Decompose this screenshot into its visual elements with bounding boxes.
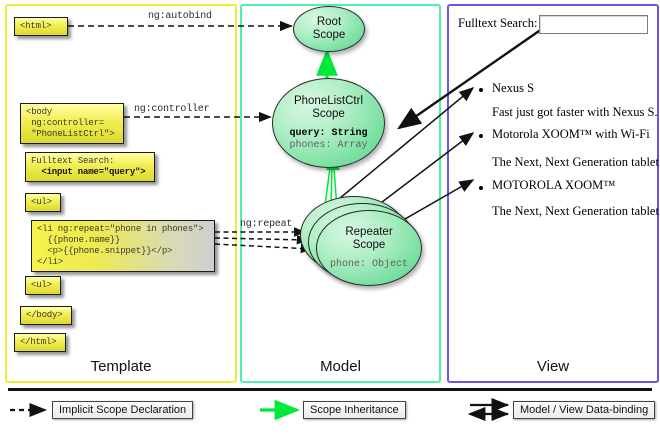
legend-item-model-view-data-binding: Model / View Data-binding [513,401,656,419]
scope-repeater-name: Repeater Scope [345,225,393,251]
scope-repeater-props: phone: Object [330,259,408,271]
view-item-name: Motorola XOOM™ with Wi-Fi [492,127,650,141]
legend: Implicit Scope Declaration Scope Inherit… [0,388,660,435]
view-item-name: Nexus S [492,81,535,95]
scope-root: Root Scope [293,6,365,52]
code-box-ul-close: <ul> [25,276,61,295]
legend-divider [8,388,652,391]
code-box-html-close: </html> [14,333,66,352]
panel-model-label: Model [320,358,361,375]
panel-view-label: View [536,358,570,375]
scope-repeater: Repeater Scope phone: Object [316,210,422,286]
legend-item-implicit-scope-declaration: Implicit Scope Declaration [52,401,194,419]
view-item-snippet: The Next, Next Generation tablet. [492,155,660,169]
scope-prop-query: query: String [289,127,368,139]
view-item-name: MOTOROLA XOOM™ [492,178,616,192]
legend-item-scope-inheritance: Scope Inheritance [303,401,406,419]
view-search-input[interactable] [539,15,648,34]
view-item-bullet [479,186,483,190]
code-box-html-open: <html> [14,17,68,36]
scope-phonelistctrl-name: PhoneListCtrl Scope [293,94,364,120]
code-box-body-close: </body> [20,306,72,325]
code-box-ul-open: <ul> [25,193,61,212]
edge-label-repeat: ng:repeat [240,219,293,230]
view-item-bullet [479,88,483,92]
panel-model: Model [240,4,441,383]
scope-prop-phones: phones: Array [289,139,368,151]
code-box-li-repeat: <li ng:repeat="phone in phones"> {{phone… [31,220,215,272]
edge-label-autobind: ng:autobind [148,11,212,22]
panel-view: View [447,4,659,383]
scope-root-name: Root Scope [312,16,346,41]
edge-label-controller: ng:controller [134,104,210,115]
scope-prop-phone: phone: Object [329,258,408,270]
scope-phonelistctrl: PhoneListCtrl Scope query: String phones… [272,78,385,168]
scope-phonelistctrl-props: query: String phones: Array [289,128,367,152]
view-item-bullet [479,134,483,138]
code-box-input-tag: <input name="query"> [31,167,146,177]
view-search-label: Fulltext Search: [458,16,538,30]
view-item-snippet: Fast just got faster with Nexus S. [492,105,658,119]
code-box-body-open: <body ng:controller= "PhoneListCtrl"> [20,103,124,144]
panel-template-label: Template [90,358,152,375]
view-item-snippet: The Next, Next Generation tablet. [492,204,660,218]
code-box-fulltext-search: Fulltext Search: <input name="query"> [25,152,155,182]
